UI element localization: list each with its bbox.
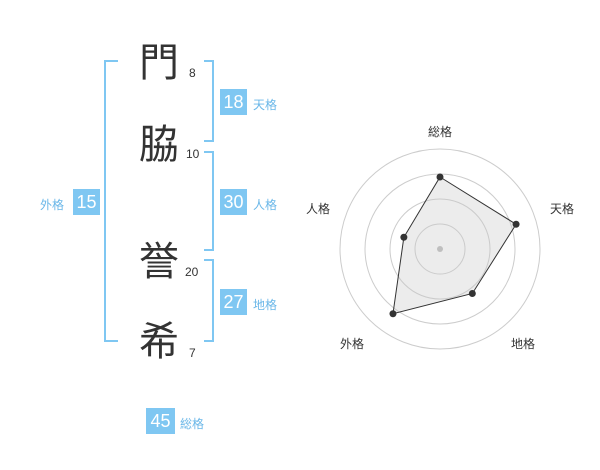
- stroke-count-1: 8: [189, 66, 196, 80]
- chikaku-label: 地格: [253, 298, 278, 312]
- name-char-3: 誉: [139, 239, 179, 285]
- jinkaku-badge: 30: [220, 189, 247, 215]
- gaikaku-badge: 15: [73, 189, 100, 215]
- radar-point-5: [400, 233, 408, 241]
- radar-label-gaikaku: 外格: [340, 337, 365, 351]
- radar-ring-1: [414, 223, 466, 275]
- tenkaku-bracket: [204, 60, 214, 142]
- radar-label-soukaku: 総格: [428, 125, 453, 139]
- radar-ring-2: [389, 198, 491, 300]
- stroke-count-3: 20: [185, 265, 199, 279]
- radar-point-4: [389, 310, 397, 318]
- stroke-count-4: 7: [189, 346, 196, 360]
- radar-series-polygon: [392, 176, 517, 315]
- radar-point-1: [436, 173, 444, 181]
- gaikaku-label: 外格: [40, 198, 65, 212]
- radar-label-chikaku: 地格: [511, 337, 536, 351]
- radar-label-jinkaku: 人格: [306, 202, 331, 216]
- name-char-2: 脇: [139, 122, 179, 168]
- name-char-4: 希: [139, 319, 179, 365]
- stroke-count-2: 10: [186, 147, 200, 161]
- name-char-1: 門: [139, 40, 179, 86]
- radar-point-2: [512, 220, 520, 228]
- soukaku-badge: 45: [146, 408, 175, 434]
- jinkaku-bracket: [204, 151, 214, 251]
- tenkaku-label: 天格: [253, 98, 278, 112]
- soukaku-label: 総格: [180, 417, 205, 431]
- radar-label-tenkaku: 天格: [550, 202, 575, 216]
- radar-point-3: [468, 289, 476, 297]
- gaikaku-bracket: [104, 60, 118, 342]
- chikaku-bracket: [204, 259, 214, 342]
- jinkaku-label: 人格: [253, 198, 278, 212]
- tenkaku-badge: 18: [220, 89, 247, 115]
- radar-ring-4: [339, 148, 541, 350]
- chikaku-badge: 27: [220, 289, 247, 315]
- radar-center-dot: [437, 246, 443, 252]
